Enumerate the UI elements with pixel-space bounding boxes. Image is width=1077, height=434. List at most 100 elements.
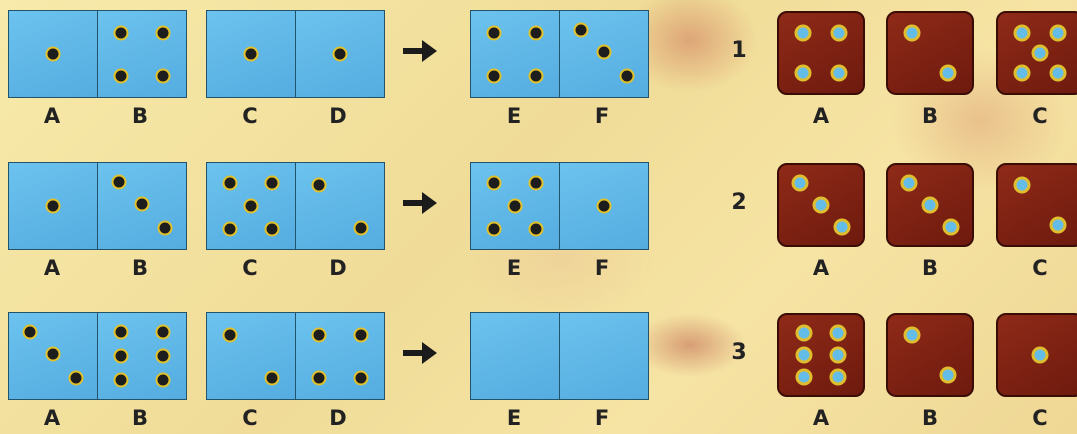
domino-label: B [120, 406, 160, 430]
domino-tile [206, 162, 385, 250]
die-pip [940, 367, 957, 384]
die-pip [1013, 177, 1030, 194]
domino-pip [486, 25, 501, 40]
domino-label: D [318, 256, 358, 280]
domino-pip [113, 324, 128, 339]
die [777, 313, 865, 397]
die-pip [813, 197, 830, 214]
die [886, 163, 974, 247]
domino-pip [68, 371, 83, 386]
die-pip [1013, 25, 1030, 42]
domino-pip [222, 222, 237, 237]
domino-pip [157, 221, 172, 236]
domino-pip [486, 222, 501, 237]
domino-pip [597, 199, 612, 214]
domino-half [471, 163, 559, 249]
domino-pip [311, 177, 326, 192]
domino-tile [470, 10, 649, 98]
die-pip [834, 219, 851, 236]
domino-half [9, 163, 97, 249]
domino-label: B [120, 256, 160, 280]
domino-pip [46, 347, 61, 362]
domino-pip [265, 175, 280, 190]
die-label: C [1020, 406, 1060, 430]
die-pip [829, 324, 846, 341]
domino-pip [619, 69, 634, 84]
die-pip [796, 369, 813, 386]
die-pip [903, 327, 920, 344]
domino-half [559, 313, 648, 399]
die-pip [922, 197, 939, 214]
row-number: 3 [724, 340, 754, 365]
row-number: 2 [724, 190, 754, 215]
domino-pip [486, 175, 501, 190]
die-pip [1050, 25, 1067, 42]
domino-pip [113, 373, 128, 388]
domino-pip [46, 47, 61, 62]
domino-half [207, 11, 295, 97]
right-arrow-icon [400, 31, 440, 71]
domino-label: A [32, 406, 72, 430]
domino-half [97, 11, 186, 97]
domino-half [559, 11, 648, 97]
domino-half [295, 163, 384, 249]
die-pip [943, 219, 960, 236]
domino-pip [311, 370, 326, 385]
domino-half [207, 163, 295, 249]
domino-label: C [230, 406, 270, 430]
domino-label: F [582, 104, 622, 128]
die-label: B [910, 104, 950, 128]
domino-half [207, 313, 295, 399]
domino-pip [156, 68, 171, 83]
domino-pip [113, 349, 128, 364]
die-label: A [801, 104, 841, 128]
domino-half [9, 11, 97, 97]
die-pip [1032, 45, 1049, 62]
domino-label: E [494, 104, 534, 128]
die-pip [940, 65, 957, 82]
right-arrow-icon [400, 183, 440, 223]
domino-label: A [32, 104, 72, 128]
die-pip [1032, 347, 1049, 364]
die-pip [1050, 217, 1067, 234]
die [777, 163, 865, 247]
die-pip [829, 347, 846, 364]
domino-pip [113, 25, 128, 40]
domino-tile [8, 162, 187, 250]
domino-pip [354, 327, 369, 342]
domino-pip [23, 324, 38, 339]
die-pip [831, 65, 848, 82]
right-arrow-icon [400, 333, 440, 373]
domino-pip [529, 222, 544, 237]
die-pip [1013, 65, 1030, 82]
domino-label: D [318, 406, 358, 430]
domino-label: E [494, 406, 534, 430]
die [886, 313, 974, 397]
domino-pip [354, 220, 369, 235]
domino-pip [46, 199, 61, 214]
domino-half [9, 313, 97, 399]
domino-label: F [582, 406, 622, 430]
die-pip [901, 174, 918, 191]
domino-label: B [120, 104, 160, 128]
domino-pip [156, 25, 171, 40]
die-pip [1050, 65, 1067, 82]
domino-half [97, 163, 186, 249]
domino-pip [529, 25, 544, 40]
die-pip [792, 174, 809, 191]
die-pip [794, 25, 811, 42]
domino-pip [244, 199, 259, 214]
die-label: C [1020, 256, 1060, 280]
domino-pip [333, 47, 348, 62]
die [996, 313, 1077, 397]
die-pip [831, 25, 848, 42]
domino-pip [311, 327, 326, 342]
row-number: 1 [724, 38, 754, 63]
domino-pip [244, 47, 259, 62]
domino-pip [529, 68, 544, 83]
die [886, 11, 974, 95]
